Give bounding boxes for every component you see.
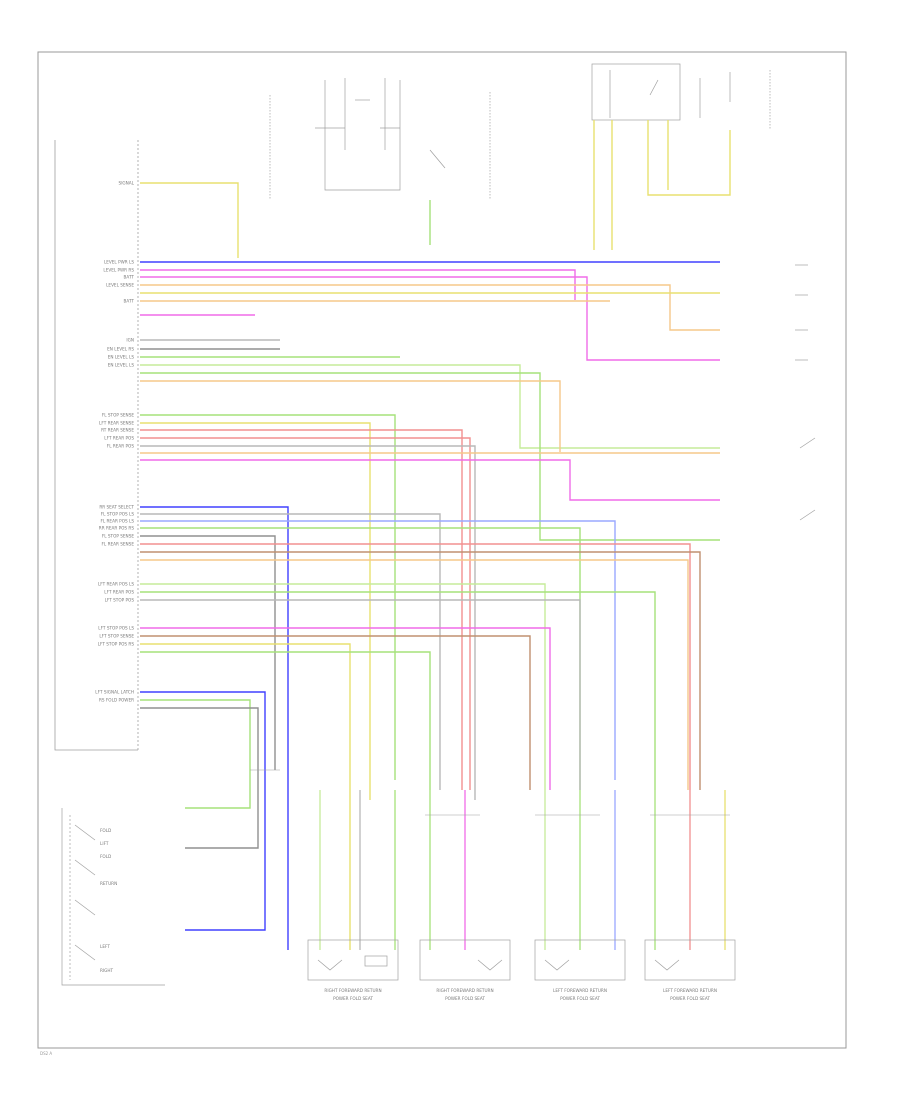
actuator-label: LEFT FOREWARD RETURN	[553, 988, 607, 993]
pin-label: LFT STOP POS	[105, 598, 135, 603]
pin-label: LFT STOP SENSE	[99, 634, 134, 639]
top-wire-stubs	[429, 120, 731, 250]
relay-switch	[591, 63, 771, 130]
pin-label: RS FOLD POWER	[99, 698, 134, 703]
pin-label: RR SEAT SELECT	[99, 505, 134, 510]
actuator-1	[307, 939, 399, 981]
switch-label: LIFT	[100, 841, 109, 846]
actuator-label: RIGHT FOREWARD RETURN	[324, 988, 381, 993]
pin-label: FL REAR POS	[107, 444, 135, 449]
right-switches	[795, 264, 816, 521]
actuator-labels: RIGHT FOREWARD RETURN POWER FOLD SEAT RIGH…	[324, 988, 717, 1001]
switch-label: FOLD	[100, 854, 111, 859]
actuator-2	[419, 939, 511, 981]
switch-label: LEFT	[100, 944, 110, 949]
lower-wire-runs	[319, 790, 726, 950]
diagram-border	[37, 51, 847, 1049]
module-pin-labels: SIGNAL LEVEL PWR LS LEVEL PWR RS BATT LEVEL …	[95, 181, 134, 703]
switch-block	[61, 808, 165, 986]
actuator-label: POWER FOLD SEAT	[670, 996, 710, 1001]
switch-labels: FOLD LIFT FOLD RETURN LEFT RIGHT	[100, 828, 117, 973]
pin-label: EN LEVEL RS	[107, 347, 134, 352]
wire-harness	[140, 182, 720, 950]
page-stamp: DS2 A	[40, 1051, 52, 1056]
actuator-label: RIGHT FOREWARD RETURN	[436, 988, 493, 993]
pin-label: LFT STOP POS LS	[98, 626, 134, 631]
actuator-label: POWER FOLD SEAT	[333, 996, 373, 1001]
pin-label: FL REAR SENSE	[102, 542, 135, 547]
pin-label: EN LEVEL LS	[108, 355, 135, 360]
pin-label: IGN	[126, 338, 134, 343]
switch-label: RETURN	[100, 881, 117, 886]
pin-label: BATT	[124, 299, 135, 304]
pin-label: BATT	[124, 275, 135, 280]
pin-label: EN LEVEL LS	[108, 363, 135, 368]
pin-label: LFT REAR POS	[104, 590, 134, 595]
pin-label: RR REAR POS RS	[99, 526, 135, 531]
actuator-3	[534, 939, 626, 981]
pin-label: FL STOP SENSE	[102, 413, 135, 418]
switch-label: FOLD	[100, 828, 111, 833]
pin-label: FL STOP POS LS	[101, 512, 135, 517]
actuator-label: POWER FOLD SEAT	[560, 996, 600, 1001]
actuator-label: LEFT FOREWARD RETURN	[663, 988, 717, 993]
pin-label: LFT REAR POS	[104, 436, 134, 441]
pin-label: LFT STOP POS RS	[98, 642, 135, 647]
pin-label: FL STOP SENSE	[102, 534, 135, 539]
pin-label: FL REAR POS LS	[100, 519, 134, 524]
fuse-box	[269, 78, 491, 200]
actuator-label: POWER FOLD SEAT	[445, 996, 485, 1001]
pin-label: LFT REAR POS LS	[98, 582, 134, 587]
pin-label: LEVEL SENSE	[106, 283, 134, 288]
splice-connectors	[250, 769, 730, 816]
pin-label: LFT REAR SENSE	[99, 421, 134, 426]
pin-label: LFT SIGNAL LATCH	[95, 690, 134, 695]
actuator-4	[644, 939, 736, 981]
pin-label: LEVEL PWR RS	[103, 268, 134, 273]
switch-label: RIGHT	[100, 968, 114, 973]
pin-label: LEVEL PWR LS	[104, 260, 134, 265]
pin-label: RT REAR SENSE	[101, 428, 134, 433]
pin-label: SIGNAL	[119, 181, 135, 186]
control-module-outline	[54, 140, 139, 751]
